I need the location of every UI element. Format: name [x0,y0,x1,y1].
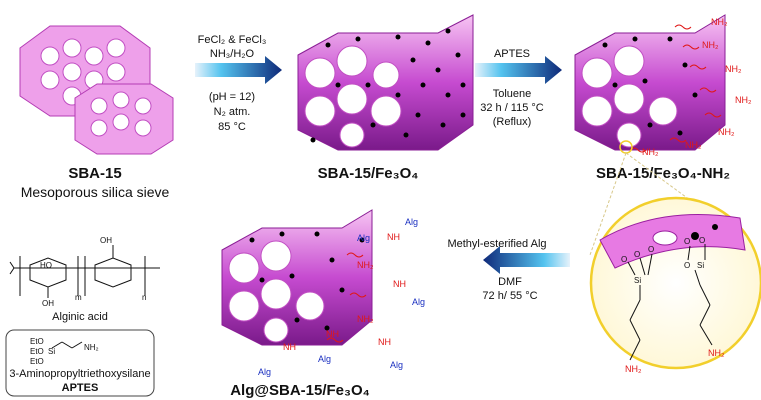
zoom-inset: O O O Si O O O Si NH₂ NH₂ [589,196,761,374]
zoom-nh2: NH₂ [625,364,642,374]
step1-reagent-line2: NH₃/H₂O [210,48,255,60]
alginate-m: m [75,293,82,302]
alginate-n: n [142,293,146,302]
sba15-fe3o4-label: SBA-15/Fe₃O₄ [318,165,419,182]
zoom-si: Si [634,276,641,285]
nh2-label: NH₂ [357,260,374,270]
aptes-eto: EtO [30,337,44,346]
alg-labels: Alg Alg NH NH₂ NH Alg NH₂ NH Alg NH Alg … [258,217,425,377]
step2-arrow [475,56,562,84]
sba15-bundle-bottom [74,83,174,155]
step2-solvent: Toluene [493,88,532,100]
zoom-si: Si [697,261,704,270]
fe3o4-nanoparticles [310,28,466,143]
aptes-eto: EtO [30,347,44,356]
aptes-full-name: 3-Aminopropyltriethoxysilane [9,368,150,380]
aptes-box: EtO EtO EtO Si NH₂ 3-Aminopropyltriethox… [5,329,155,397]
aptes-si: Si [48,347,55,356]
step2-time-temp: 32 h / 115 °C [480,102,544,114]
step1-condition-ph: (pH = 12) [209,91,255,103]
aptes-eto: EtO [30,357,44,366]
nh2-label: NH₂ [711,17,728,27]
nh2-label: NH₂ [642,147,659,157]
nh-label: NH [393,279,406,289]
alginic-acid-label: Alginic acid [52,311,108,323]
aptes-nh2: NH₂ [84,343,99,352]
alg-label: Alg [390,360,403,370]
step3-solvent: DMF [498,276,522,288]
alg-sba15-fe3o4-label: Alg@SBA-15/Fe₃O₄ [230,382,370,399]
aptes-abbrev: APTES [62,382,99,394]
alg-label: Alg [405,217,418,227]
step2-reflux: (Reflux) [493,116,532,128]
alg-label: Alg [318,354,331,364]
zoom-line-right [625,152,691,201]
amine-chains [629,24,722,153]
alginic-acid-structure [9,245,160,298]
step3-time-temp: 72 h/ 55 °C [482,290,537,302]
zoom-line-left [589,152,627,256]
zoom-o: O [648,245,654,254]
sba15-name: SBA-15 [68,165,121,182]
zoom-o: O [684,261,690,270]
sba15-fe3o4-illustration [297,14,474,151]
step1-arrow [195,56,282,84]
nh2-labels-top: NH₂ NH₂ NH₂ NH₂ NH₂ NH₂ NH₂ [642,17,752,157]
nh-label: NH [378,337,391,347]
nh2-label: NH₂ [685,140,702,150]
zoom-o: O [634,250,640,259]
alginate-oh: OH [100,236,112,245]
zoom-o: O [699,236,705,245]
alg-label: Alg [258,367,271,377]
step1-condition-temp: 85 °C [218,121,246,133]
zoom-o: O [621,255,627,264]
alg-sba15-fe3o4-illustration [221,209,373,346]
step1-condition-atm: N₂ atm. [214,106,251,118]
alg-label: Alg [412,297,425,307]
step3-reagent: Methyl-esterified Alg [447,238,546,250]
sba15-fe3o4-nh2-label: SBA-15/Fe₃O₄-NH₂ [596,165,730,182]
nh2-label: NH₂ [725,64,742,74]
nh2-label: NH₂ [702,40,719,50]
alginate-ho: HO [40,261,52,270]
sba15-illustration [19,25,174,155]
alg-label: Alg [357,233,370,243]
nh-label: NH [326,329,339,339]
zoom-o: O [684,237,690,246]
step2-reagent: APTES [494,48,530,60]
step1-reagent-line1: FeCl₂ & FeCl₃ [198,34,267,46]
nh2-label: NH₂ [735,95,752,105]
nh2-label: NH₂ [357,314,374,324]
nh2-label: NH₂ [718,127,735,137]
zoom-nh2: NH₂ [708,348,725,358]
nh-label: NH [387,232,400,242]
sba15-description: Mesoporous silica sieve [21,184,170,200]
step3-arrow [483,246,570,274]
nh-label: NH [283,342,296,352]
alginate-oh: OH [42,299,54,308]
sba15-fe3o4-nh2-illustration [574,14,726,153]
